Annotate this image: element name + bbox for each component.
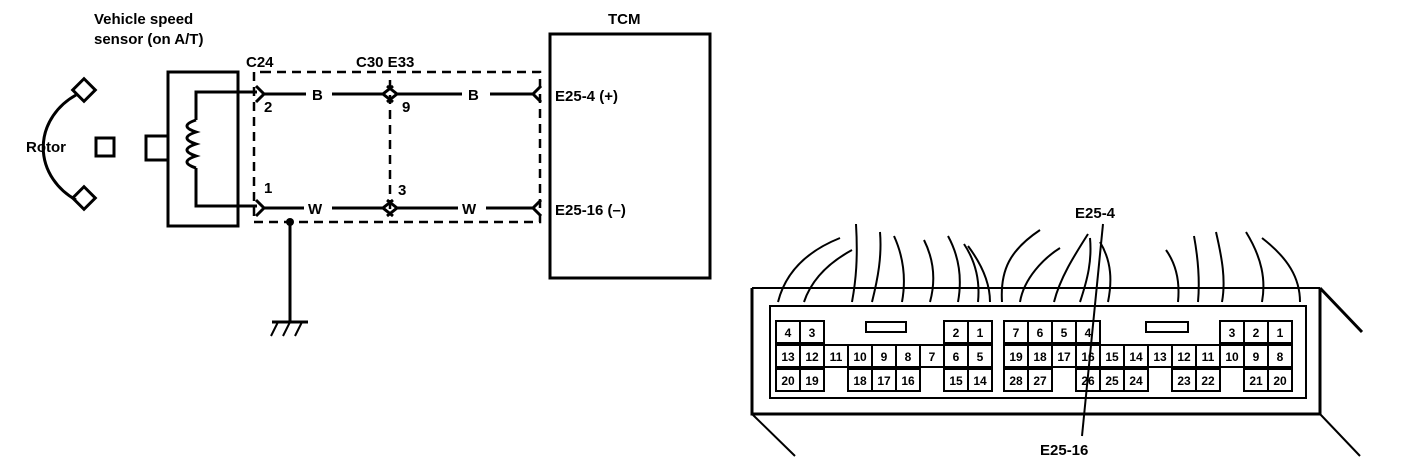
pin-left-r2-5: 5 [977, 350, 984, 364]
pin-right-r2-16: 16 [1081, 350, 1095, 364]
pin-left-r3-14: 14 [973, 374, 987, 388]
pin-left-r2-12: 12 [805, 350, 819, 364]
connector-c30-e33-label: C30 E33 [356, 54, 414, 71]
pin-left-r3-19: 19 [805, 374, 819, 388]
e33-pin-bottom: 3 [398, 182, 406, 199]
pin-left-r3-18: 18 [853, 374, 867, 388]
pin-right-r2-8-cell [1267, 344, 1293, 368]
pin-right-r1-1: 1 [1277, 326, 1284, 340]
connector-c24 [254, 84, 267, 218]
connector-c24-label: C24 [246, 54, 274, 71]
pin-left-r1-3: 3 [809, 326, 816, 340]
pin-left-r1-4: 4 [785, 326, 792, 340]
pin-right-r2-19: 19 [1009, 350, 1023, 364]
pin-left-r3-14-cell [967, 368, 993, 392]
pin-left-r2-11: 11 [830, 350, 843, 364]
e33-pin-top: 9 [402, 99, 410, 116]
pin-right-r1-4: 4 [1085, 326, 1092, 340]
pin-right-r3-20-cell [1267, 368, 1293, 392]
callout-e25-4: E25-4 [1075, 205, 1116, 222]
pin-right-r3-24: 24 [1129, 374, 1143, 388]
pin-left-r2-5-cell [967, 344, 993, 368]
pin-right-r1-7: 7 [1013, 326, 1020, 340]
connector-c30-e33 [380, 84, 400, 218]
callout-line [1081, 223, 1104, 437]
vehicle-speed-sensor [144, 70, 257, 228]
callout-e25-16: E25-16 [1040, 442, 1088, 459]
c24-pin-top: 2 [264, 99, 272, 116]
pin-left-r1-3-cell [799, 320, 825, 344]
sensor-title-line1: Vehicle speed [94, 11, 193, 28]
pin-right-r1-3: 3 [1229, 326, 1236, 340]
pin-left-r3-19-cell [799, 368, 825, 392]
rotor-label: Rotor [26, 139, 66, 156]
pin-right-r3-28: 28 [1009, 374, 1023, 388]
tcm-pin-plus: E25-4 (+) [555, 88, 618, 105]
pin-right-r2-12: 12 [1177, 350, 1191, 364]
pin-left-r2-8: 8 [905, 350, 912, 364]
pin-right-r1-1-cell [1267, 320, 1293, 344]
pin-left-r3-20: 20 [781, 374, 795, 388]
pin-right-r2-9: 9 [1253, 350, 1260, 364]
tcm-box [548, 32, 712, 280]
pin-right-r3-21: 21 [1249, 374, 1263, 388]
wire-w-label-2: W [462, 201, 477, 218]
ground-icon [270, 218, 308, 337]
pin-mid-1-cell [967, 320, 993, 344]
pin-right-r2-18: 18 [1033, 350, 1047, 364]
tcm-connector [530, 84, 543, 218]
pin-left-r3-17: 17 [877, 374, 891, 388]
rotor [41, 76, 116, 212]
connector-housing [750, 286, 1364, 457]
pin-right-r2-13: 13 [1153, 350, 1167, 364]
pin-left-r2-10: 10 [853, 350, 867, 364]
pin-right-r2-8: 8 [1277, 350, 1284, 364]
pin-right-r3-20: 20 [1273, 374, 1287, 388]
pin-right-r3-22: 22 [1201, 374, 1215, 388]
pin-right-r2-10: 10 [1225, 350, 1239, 364]
tcm-title: TCM [608, 11, 641, 28]
pin-left-r3-16: 16 [901, 374, 915, 388]
pin-left-r3-16-cell [895, 368, 921, 392]
pin-right-r1-2: 2 [1253, 326, 1260, 340]
pin-right-r3-27-cell [1027, 368, 1053, 392]
pin-left-r2-9: 9 [881, 350, 888, 364]
pin-left-r2-13: 13 [781, 350, 795, 364]
pin-right-r2-17: 17 [1057, 350, 1071, 364]
tcm-pin-minus: E25-16 (–) [555, 202, 626, 219]
pin-right-r3-23: 23 [1177, 374, 1191, 388]
pin-mid-2: 2 [953, 326, 960, 340]
pin-right-r1-4-cell [1075, 320, 1101, 344]
pin-right-r2-15: 15 [1105, 350, 1119, 364]
pin-right-r3-27: 27 [1033, 374, 1047, 388]
wire-b-label-2: B [468, 87, 479, 104]
wire-shield [252, 70, 542, 224]
pin-right-r1-5: 5 [1061, 326, 1068, 340]
connector-slots [865, 321, 1189, 333]
pin-right-r2-14: 14 [1129, 350, 1143, 364]
c24-pin-bottom: 1 [264, 180, 272, 197]
pin-left-r2-6: 6 [953, 350, 960, 364]
wire-b-label-1: B [312, 87, 323, 104]
pin-right-r3-25: 25 [1105, 374, 1119, 388]
sensor-title-line2: sensor (on A/T) [94, 31, 203, 48]
pin-right-r2-11: 11 [1202, 350, 1215, 364]
pin-right-r1-6: 6 [1037, 326, 1044, 340]
pin-right-r3-22-cell [1195, 368, 1221, 392]
wire-w-label-1: W [308, 201, 323, 218]
pin-left-r2-7: 7 [929, 350, 936, 364]
pin-mid-1: 1 [977, 326, 984, 340]
pin-right-r3-24-cell [1123, 368, 1149, 392]
harness-wires [777, 223, 1301, 303]
pin-left-r3-15: 15 [949, 374, 963, 388]
